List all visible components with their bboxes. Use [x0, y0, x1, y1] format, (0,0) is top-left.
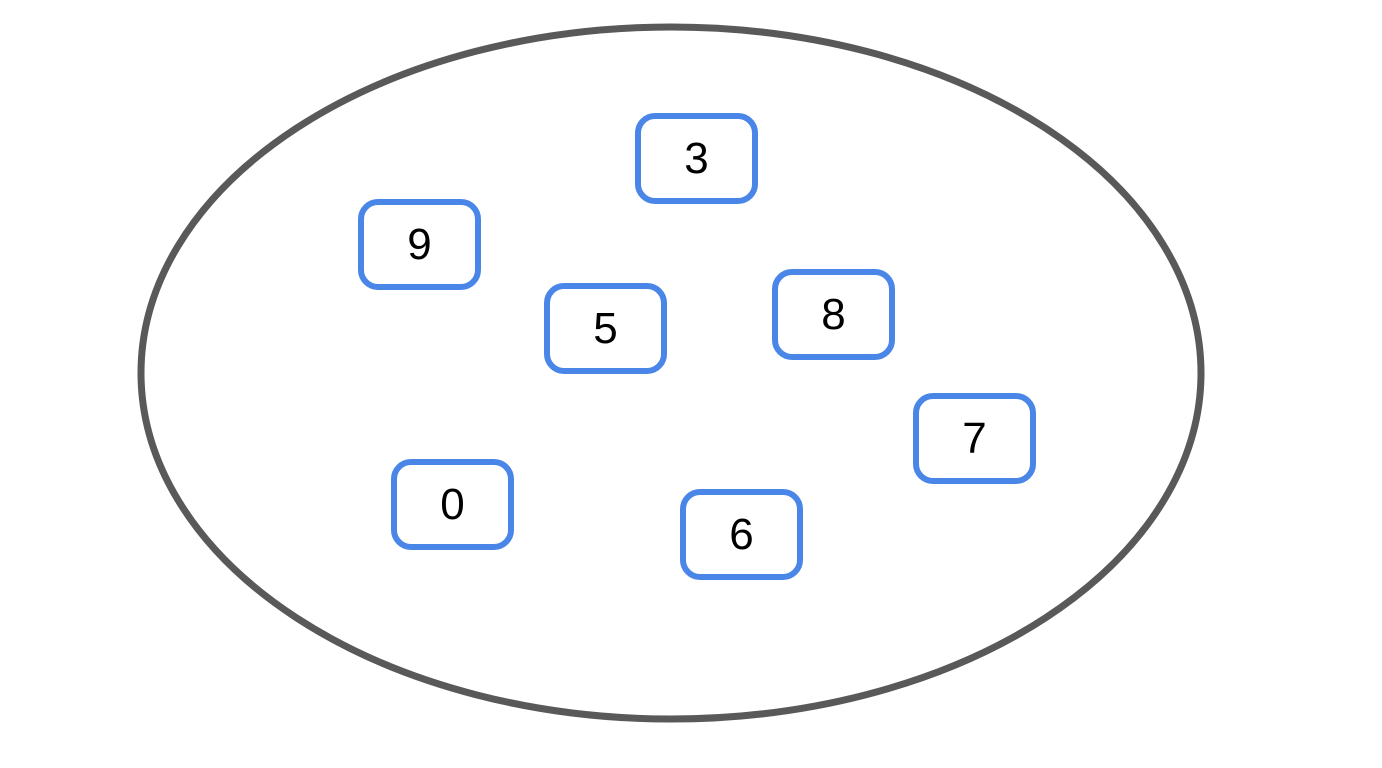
number-tile-label: 8 [821, 289, 846, 339]
number-tile-label: 5 [593, 303, 618, 353]
number-tile-label: 3 [684, 133, 709, 183]
number-tile-7[interactable]: 7 [913, 393, 1036, 484]
number-tile-3[interactable]: 3 [635, 113, 758, 204]
number-tile-label: 0 [440, 479, 465, 529]
number-tile-label: 6 [729, 509, 754, 559]
number-tile-label: 7 [962, 413, 987, 463]
number-tile-0[interactable]: 0 [391, 459, 514, 550]
number-tile-5[interactable]: 5 [544, 283, 667, 374]
number-tile-6[interactable]: 6 [680, 489, 803, 580]
number-tile-8[interactable]: 8 [772, 269, 895, 360]
number-tile-9[interactable]: 9 [358, 199, 481, 290]
number-tile-label: 9 [407, 219, 432, 269]
set-ellipse-outline [137, 23, 1205, 723]
